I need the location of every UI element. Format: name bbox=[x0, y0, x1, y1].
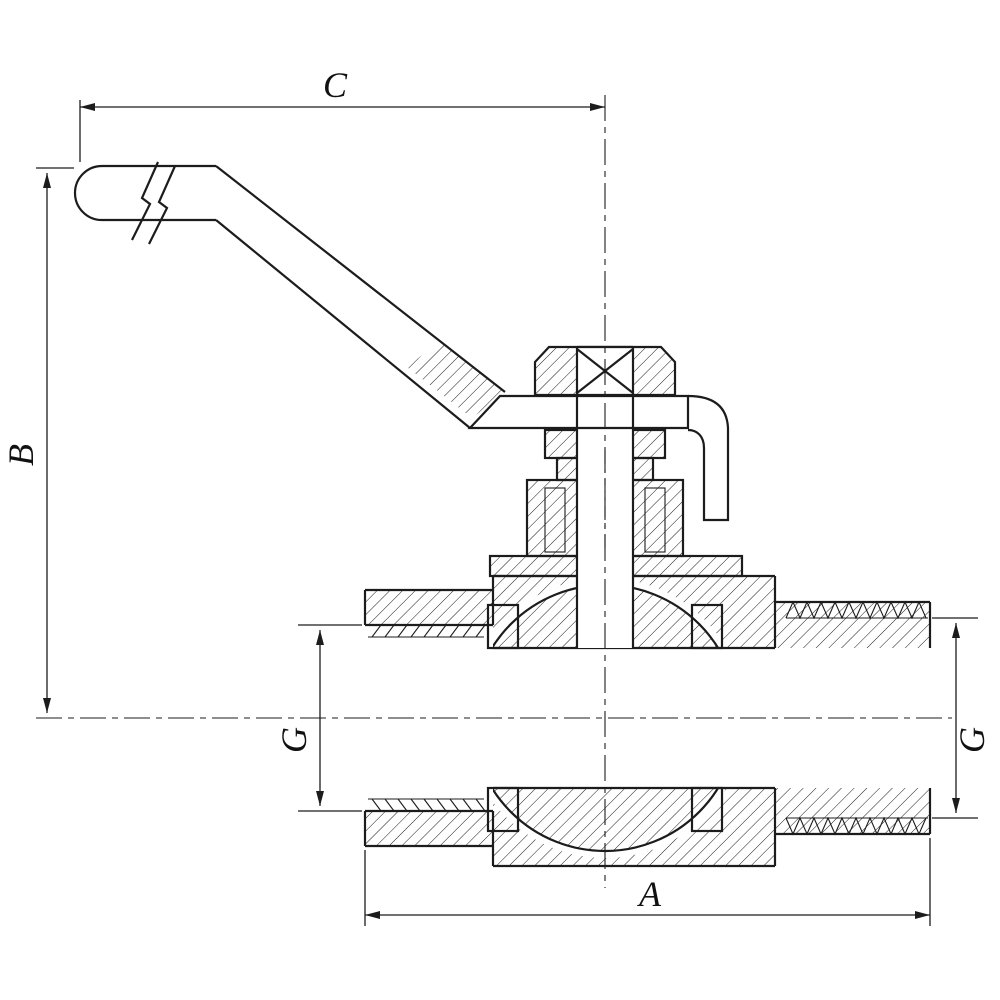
break-line-1 bbox=[131, 161, 160, 241]
dimension-c: C bbox=[79, 65, 605, 162]
label-dim-g-left: G bbox=[274, 727, 314, 753]
dimension-b: B bbox=[1, 167, 74, 713]
seat-rings bbox=[486, 603, 724, 833]
label-dim-b: B bbox=[1, 444, 41, 466]
handle-arm bbox=[215, 165, 506, 429]
seat-ring-top-left bbox=[486, 603, 520, 650]
dimension-a: A bbox=[364, 838, 931, 926]
stem-packing-left bbox=[544, 487, 566, 553]
dimension-g-left: G bbox=[274, 624, 362, 812]
label-dim-c: C bbox=[323, 65, 348, 105]
right-spigot bbox=[775, 600, 932, 836]
seat-ring-bottom-left bbox=[486, 786, 520, 833]
left-coupling bbox=[363, 588, 493, 848]
stem-packing-right bbox=[644, 487, 666, 553]
label-dim-g-right: G bbox=[952, 727, 992, 753]
handle-plate bbox=[467, 394, 690, 430]
lever-handle bbox=[73, 161, 730, 522]
handle-tab bbox=[687, 394, 730, 522]
centerlines bbox=[36, 95, 952, 888]
male-thread-profile bbox=[785, 600, 927, 620]
seat-ring-top-right bbox=[690, 603, 724, 650]
female-thread-ticks bbox=[371, 624, 486, 812]
break-line-2 bbox=[148, 165, 177, 245]
seat-ring-bottom-right bbox=[690, 786, 724, 833]
handle-grip bbox=[73, 164, 216, 222]
dimension-g-right: G bbox=[932, 617, 992, 819]
label-dim-a: A bbox=[637, 874, 662, 914]
